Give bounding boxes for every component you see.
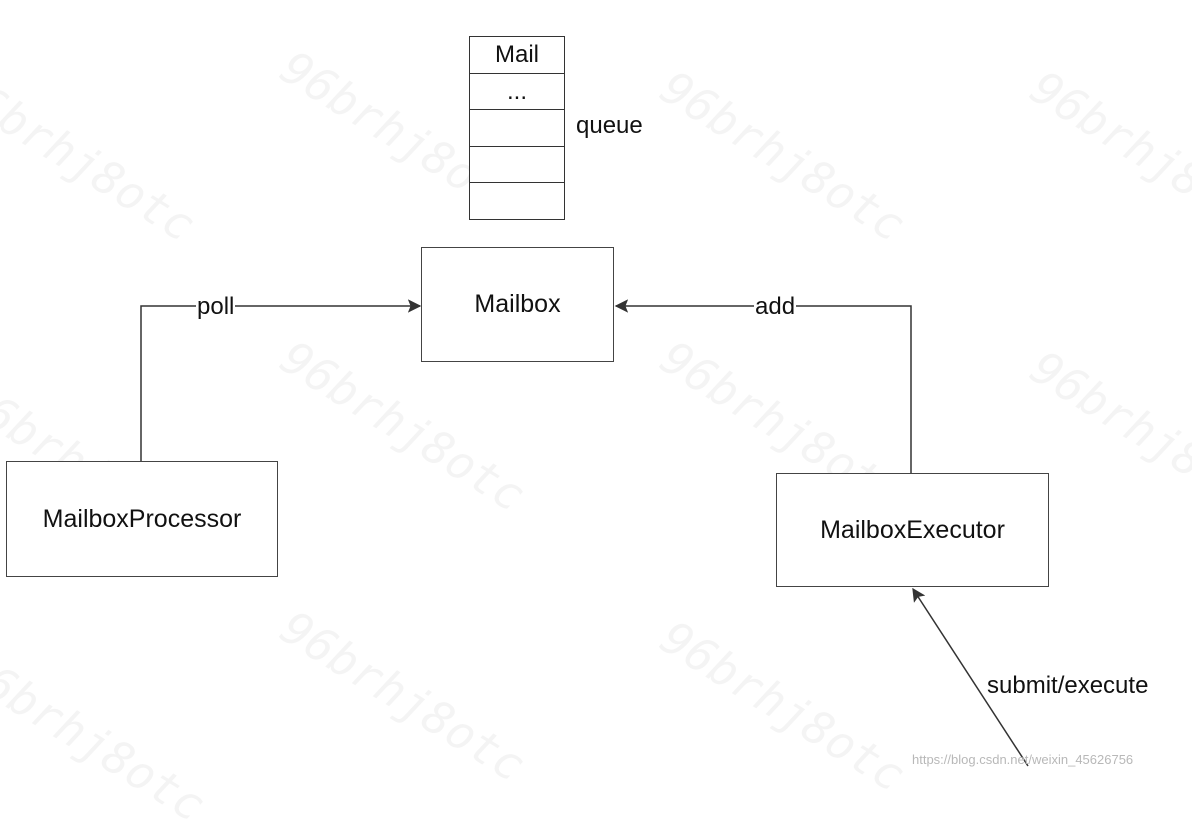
queue-cell-empty — [469, 182, 565, 220]
queue-cell-ellipsis: ... — [469, 72, 565, 111]
queue-cell-mail: Mail — [469, 36, 565, 74]
submit-execute-label: submit/execute — [987, 672, 1149, 699]
queue-cell-empty — [469, 145, 565, 184]
mailbox-node: Mailbox — [421, 247, 614, 362]
mail-queue: Mail ... — [469, 36, 565, 220]
poll-label: poll — [196, 293, 236, 321]
mailbox-processor-node: MailboxProcessor — [6, 461, 278, 577]
mailbox-executor-node: MailboxExecutor — [776, 473, 1049, 587]
source-credit: https://blog.csdn.net/weixin_45626756 — [912, 752, 1134, 767]
add-edge — [614, 299, 912, 473]
queue-label: queue — [576, 112, 643, 139]
submit-edge — [912, 587, 1029, 767]
edges-canvas — [140, 299, 1029, 767]
queue-cell-empty — [469, 109, 565, 147]
poll-edge — [140, 299, 422, 461]
add-label: add — [754, 293, 797, 321]
